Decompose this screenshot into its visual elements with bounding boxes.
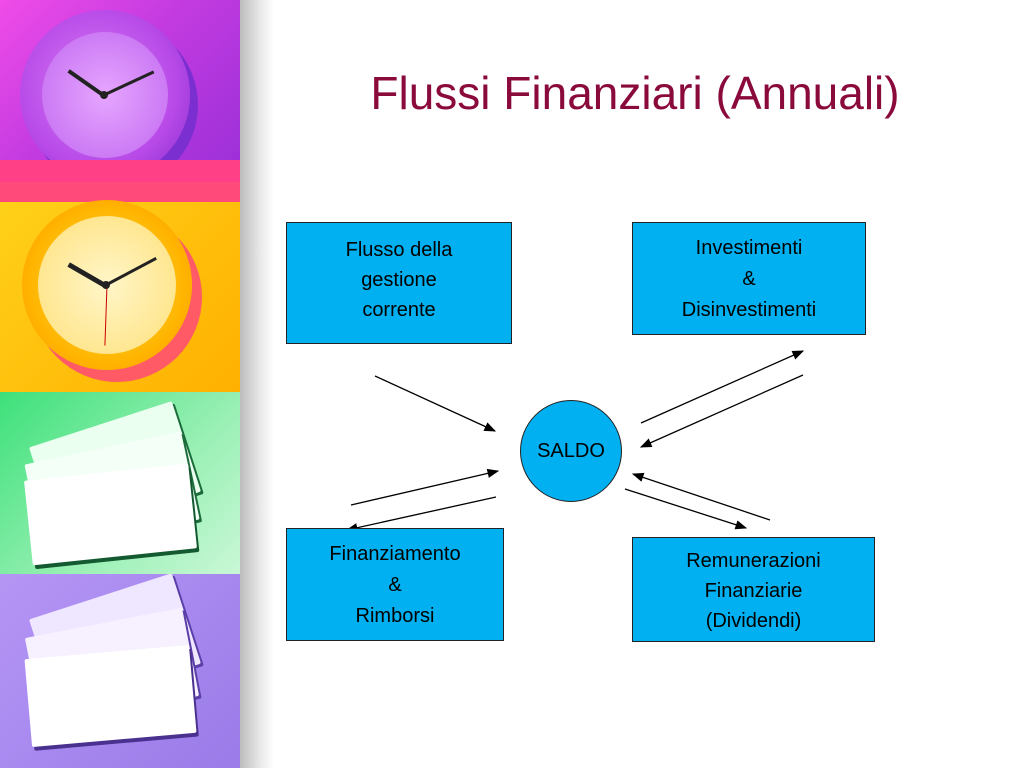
arrow-gestione-to-saldo <box>374 375 497 432</box>
clock-icon <box>22 200 192 370</box>
saldo-label: SALDO <box>537 439 605 462</box>
arrow-finanziamento-to-saldo <box>350 468 500 506</box>
arrow-saldo-to-finanziamento <box>345 496 497 533</box>
purple-clock-photo <box>0 0 240 182</box>
box-line: & <box>388 574 402 596</box>
decorative-photo-strip <box>0 0 240 768</box>
box-line: Remunerazioni <box>686 550 821 572</box>
box-line: Flusso della <box>345 239 453 261</box>
box-finanziamento: Finanziamento & Rimborsi <box>286 528 504 641</box>
box-line: & <box>742 268 756 290</box>
box-line: Finanziarie <box>704 580 803 602</box>
box-line: Rimborsi <box>355 605 435 627</box>
box-line: Disinvestimenti <box>681 299 817 321</box>
yellow-clock-photo <box>0 182 240 392</box>
saldo-node: SALDO <box>520 400 622 502</box>
box-investimenti: Investimenti & Disinvestimenti <box>632 222 866 335</box>
arrow-remunerazioni-to-saldo <box>631 472 771 521</box>
slide-title: Flussi Finanziari (Annuali) <box>370 67 900 119</box>
box-line: Finanziamento <box>329 543 461 565</box>
box-line: gestione <box>361 269 437 291</box>
box-line: Investimenti <box>695 237 803 259</box>
box-line: corrente <box>362 299 436 321</box>
box-gestione-corrente: Flusso della gestione corrente <box>286 222 512 344</box>
green-papers-photo <box>0 392 240 574</box>
strip-shadow <box>240 0 274 768</box>
arrow-saldo-to-remunerazioni <box>624 488 748 530</box>
arrow-saldo-to-investimenti <box>640 350 805 424</box>
arrow-investimenti-to-saldo <box>639 374 804 448</box>
box-remunerazioni: Remunerazioni Finanziarie (Dividendi) <box>632 537 875 642</box>
purple-papers-photo <box>0 574 240 768</box>
clock-icon <box>20 10 190 180</box>
box-line: (Dividendi) <box>705 610 802 632</box>
